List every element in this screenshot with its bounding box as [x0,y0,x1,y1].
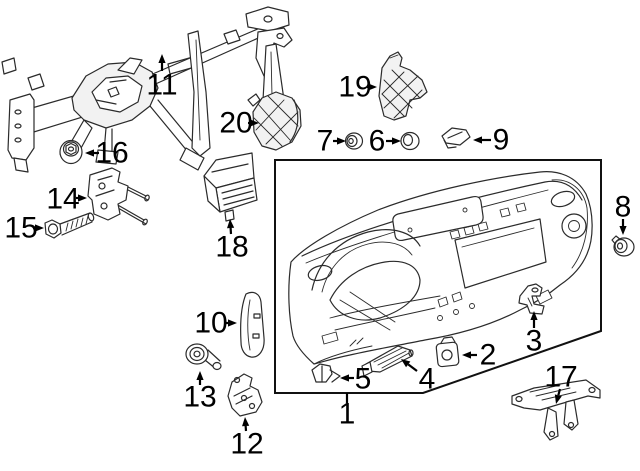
callout-arrowhead [619,226,627,235]
part-number-label: 9 [493,124,510,157]
part-18-module-drawing [203,152,258,222]
part-15-bolt-drawing [44,212,95,239]
part-20-vent-drawing [247,91,302,151]
callout-arrowhead [250,119,259,127]
part-number-label: 14 [46,183,79,216]
part-number-label: 8 [615,191,632,224]
callout-16-nut[interactable]: 16 [85,137,129,170]
part-number-label: 20 [219,107,252,140]
callout-14-bracket[interactable]: 14 [46,183,87,216]
part-14-bracket-drawing [87,167,150,226]
callout-4-bracket-rail[interactable]: 4 [401,359,435,396]
part-number-label: 12 [230,428,263,461]
callout-arrowhead [85,149,94,157]
part-number-label: 11 [146,69,177,102]
part-number-label: 7 [317,125,334,158]
callout-arrowhead [473,136,482,144]
callout-arrowhead [392,137,401,145]
part-5-fastener-drawing [311,363,341,383]
callout-1-instrument-panel[interactable]: 1 [339,393,356,431]
callout-20-lattice-vent[interactable]: 20 [219,107,259,140]
callout-arrowhead [227,219,235,229]
part-number-label: 13 [183,381,216,414]
part-number-label: 3 [526,325,543,358]
callout-3-bracket[interactable]: 3 [526,311,543,358]
part-number-label: 2 [480,339,497,372]
callout-17-support-bracket[interactable]: 17 [544,361,578,405]
callout-leader-line [407,363,418,372]
callout-arrowhead [368,83,377,91]
part-number-label: 4 [419,363,436,396]
callout-18-module[interactable]: 18 [215,219,249,264]
part-1-enclosure-box [274,159,602,394]
callout-13-fastener[interactable]: 13 [183,371,217,414]
callout-6-grommet[interactable]: 6 [369,125,401,158]
part-number-label: 6 [369,125,386,158]
callout-arrowhead [340,374,349,382]
callout-arrowhead [196,371,204,380]
callout-arrowhead [78,194,87,202]
callout-8-grommet[interactable]: 8 [615,191,632,236]
part-7-grommet-drawing [344,132,364,150]
callout-arrowhead [337,137,346,145]
part-number-label: 5 [355,363,372,396]
part-11-crossmember-drawing [1,6,293,173]
part-number-label: 10 [194,307,227,340]
callout-arrowhead [158,54,166,63]
part-19-bracket-drawing [378,51,428,121]
callout-arrowhead [228,319,237,327]
part-1-instrument-panel-drawing [288,171,593,365]
part-number-label: 17 [544,361,577,394]
part-6-grommet-drawing [400,131,420,151]
part-4-rail-drawing [361,345,414,377]
part-number-label: 15 [4,212,37,245]
part-3-bracket-drawing [518,283,545,315]
callout-2-clip[interactable]: 2 [462,339,496,372]
callout-12-bracket[interactable]: 12 [230,417,264,461]
part-13-fastener-drawing [185,343,222,371]
callout-9-clip[interactable]: 9 [473,124,509,157]
diagram-artwork [1,6,635,441]
callout-11-crossmember-beam[interactable]: 11 [146,54,178,102]
part-number-label: 1 [339,398,356,431]
part-2-clip-drawing [435,336,460,368]
callout-arrowhead [530,311,538,320]
part-number-label: 19 [338,71,371,104]
callout-10-end-trim[interactable]: 10 [194,307,237,340]
callout-arrowhead [462,351,471,359]
callout-15-bolt[interactable]: 15 [4,212,44,245]
callout-arrowhead [35,224,44,232]
part-number-label: 16 [95,137,128,170]
callout-arrowhead [242,417,250,427]
callout-5-fastener[interactable]: 5 [340,363,371,396]
part-10-trim-drawing [240,291,265,358]
part-16-nut-drawing [59,139,83,165]
callout-arrowhead [554,394,562,404]
part-12-bracket-drawing [227,373,263,417]
callout-19-lattice-bracket[interactable]: 19 [338,71,377,104]
part-9-clip-drawing [441,127,471,149]
callout-arrowhead [401,359,411,368]
part-8-grommet-drawing [611,235,635,257]
callout-7-grommet[interactable]: 7 [317,125,346,158]
callout-leader-line [557,388,562,396]
part-number-label: 18 [215,231,248,264]
